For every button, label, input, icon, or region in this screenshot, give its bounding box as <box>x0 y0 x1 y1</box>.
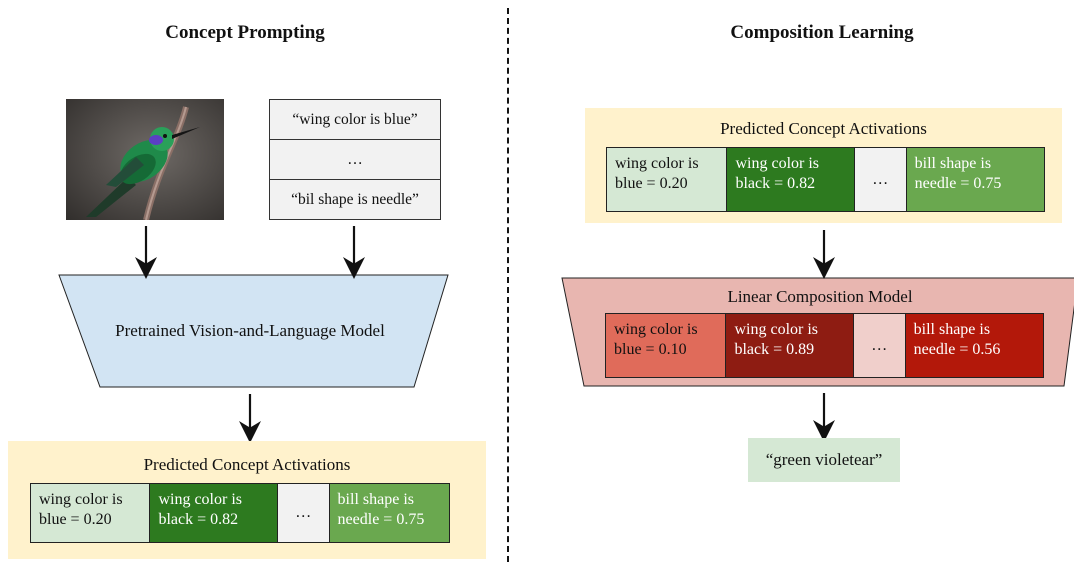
concept-prompting-title: Concept Prompting <box>165 22 325 43</box>
weight-cell-ellipsis: … <box>853 314 906 377</box>
left-activations-title: Predicted Concept Activations <box>143 455 351 474</box>
composition-learning-title: Composition Learning <box>730 22 914 43</box>
hummingbird-photo <box>66 99 224 220</box>
prompt-item: “bil shape is needle” <box>291 190 419 208</box>
prompt-item: “wing color is blue” <box>270 100 440 140</box>
vl-model-label: Pretrained Vision-and-Language Model <box>115 321 385 340</box>
concept-prompt-list: “wing color is blue” … “bil shape is nee… <box>269 99 441 220</box>
left-activations-panel: Predicted Concept Activations wing color… <box>8 441 486 559</box>
activation-cell-ellipsis: … <box>854 148 907 211</box>
predicted-class-label: “green violetear” <box>748 438 900 482</box>
activation-cell-ellipsis: … <box>277 484 330 542</box>
section-divider <box>507 8 509 562</box>
composition-model-title: Linear Composition Model <box>727 287 913 306</box>
right-activations-title: Predicted Concept Activations <box>720 119 927 138</box>
right-activations-panel: Predicted Concept Activations wing color… <box>585 108 1062 223</box>
vl-model-shape <box>58 274 449 388</box>
prompt-item-ellipsis: … <box>270 140 440 180</box>
